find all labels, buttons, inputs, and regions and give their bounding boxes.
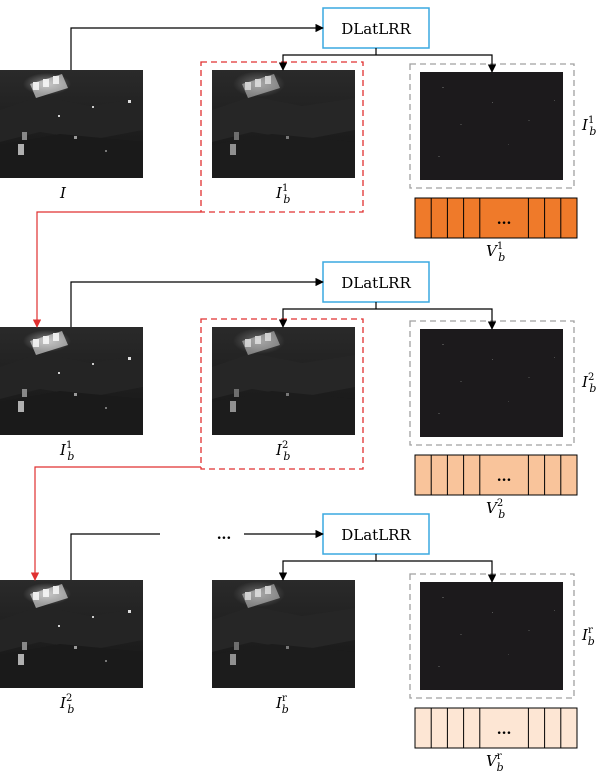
stage-3-feature-vector: ... — [414, 707, 578, 749]
stage-3-module-to-salient-arrow — [376, 560, 497, 583]
stage-1-dlatlrr-box-label: DLatLRR — [341, 20, 411, 38]
stage-2-module-to-low-rank-arrow — [278, 308, 376, 328]
stage-2-dlatlrr-box — [322, 261, 430, 303]
stage-2-feature-vector: ... — [414, 454, 578, 496]
stage-1-module-to-low-rank-arrow — [278, 54, 376, 71]
stage-1-low-rank-frame — [200, 61, 364, 213]
stage-1-input-label: I — [59, 184, 67, 202]
stage-dots-ellipsis: ... — [217, 527, 232, 543]
stage-3-salient-image — [420, 582, 563, 690]
stage-1-feature-vector-dots: ... — [497, 212, 512, 228]
stage-3-input-image — [0, 580, 143, 688]
stage-2-dlatlrr-box-label: DLatLRR — [341, 274, 411, 292]
stage-2-feature-vector-dots: ... — [497, 469, 512, 485]
stage-1-low-rank-image — [212, 70, 355, 178]
stage-3-low-rank-image — [212, 580, 355, 688]
stage-2-salient-image — [420, 329, 563, 437]
stage-1-input-to-module-arrow — [70, 23, 324, 70]
stage-1-input-image — [0, 70, 143, 178]
feedback-arrow-2-to-3 — [30, 466, 201, 581]
stage-1-salient-image — [420, 72, 563, 180]
stage-2-low-rank-frame — [200, 318, 364, 470]
feedback-arrow-1-to-2 — [32, 211, 201, 328]
stage-3-dlatlrr-box-label: DLatLRR — [341, 526, 411, 544]
stage-2-input-image — [0, 327, 143, 435]
stage-2-low-rank-image — [212, 327, 355, 435]
stage-3-feature-vector-dots: ... — [497, 722, 512, 738]
stage-3-input-to-dots-line — [70, 533, 160, 580]
stage-1-feature-vector: ... — [414, 197, 578, 239]
stage-2-input-to-module-arrow — [70, 277, 324, 327]
stage-1-module-to-salient-arrow — [376, 54, 497, 73]
stage-2-module-to-salient-arrow — [376, 308, 497, 330]
stage-3-module-to-low-rank-arrow — [278, 560, 376, 581]
